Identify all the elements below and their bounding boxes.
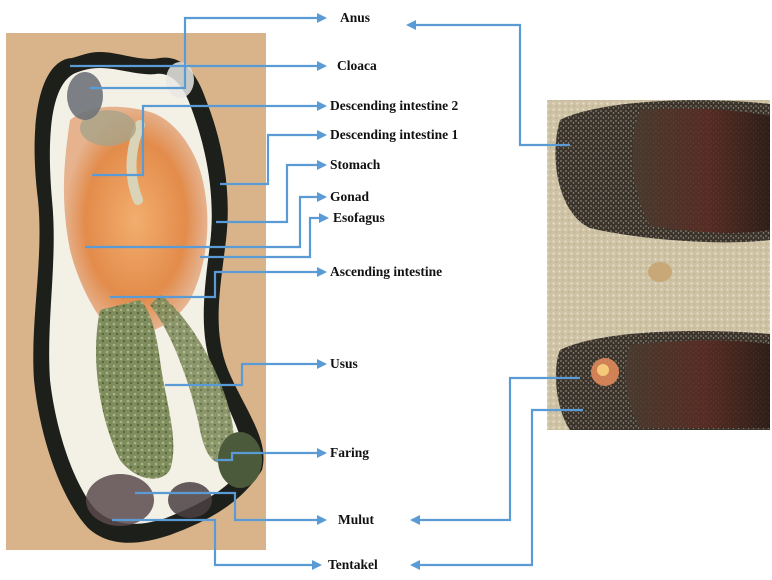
leader-tentakel-right <box>412 410 583 565</box>
label-anus: Anus <box>340 10 370 26</box>
label-esofagus: Esofagus <box>333 210 385 226</box>
label-descending-intestine-2: Descending intestine 2 <box>330 98 458 114</box>
live-specimen-photo <box>547 100 770 430</box>
label-cloaca: Cloaca <box>337 58 377 74</box>
label-descending-intestine-1: Descending intestine 1 <box>330 127 458 143</box>
label-gonad: Gonad <box>330 189 369 205</box>
leader-faring <box>215 453 325 460</box>
label-usus: Usus <box>330 356 358 372</box>
label-mulut: Mulut <box>338 512 374 528</box>
label-stomach: Stomach <box>330 157 380 173</box>
label-ascending-intestine: Ascending intestine <box>330 264 442 280</box>
dissection-photo <box>6 33 266 550</box>
label-faring: Faring <box>330 445 369 461</box>
label-tentakel: Tentakel <box>328 557 378 573</box>
